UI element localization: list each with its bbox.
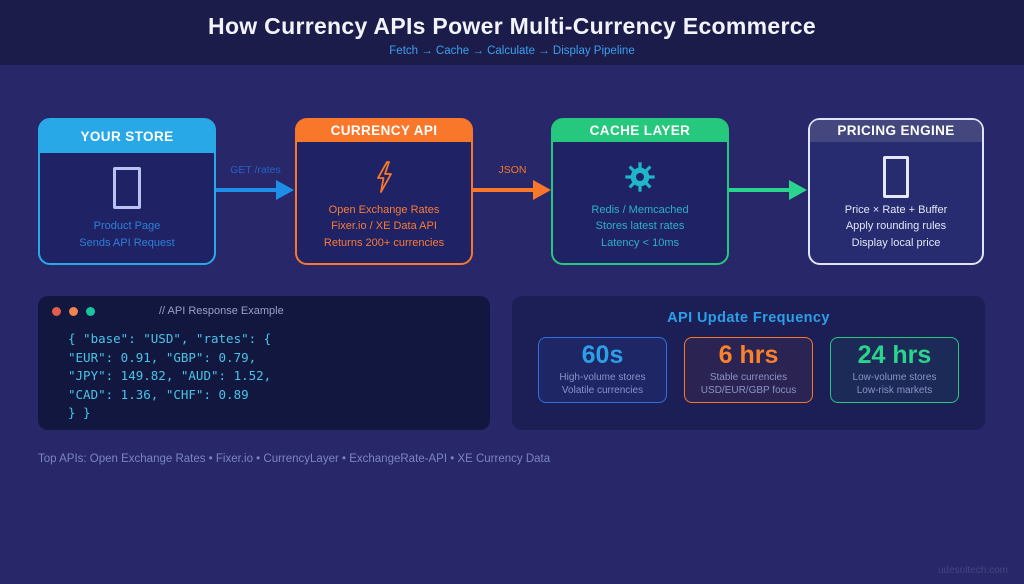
box-title: YOUR STORE	[40, 120, 214, 153]
box-line: Fixer.io / XE Data API	[331, 220, 437, 232]
box-line: Open Exchange Rates	[328, 203, 440, 216]
traffic-light-orange-icon	[69, 306, 78, 316]
frequency-panel-title: API Update Frequency	[667, 310, 830, 326]
box-line: Price × Rate + Buffer	[844, 203, 948, 216]
flow-box-currency-api: CURRENCY API Open Exchange Rates Fixer.i…	[295, 118, 473, 265]
header-band: How Currency APIs Power Multi-Currency E…	[0, 0, 1024, 65]
code-line: "EUR": 0.91, "GBP": 0.79,	[68, 349, 257, 365]
money-missing-glyph-icon	[883, 152, 909, 202]
arrow-head-icon	[276, 180, 294, 200]
frequency-desc: Volatile currencies	[561, 385, 644, 396]
flow-box-your-store: YOUR STORE Product Page Sends API Reques…	[38, 118, 216, 265]
gear-icon	[624, 152, 656, 202]
arrow-head-icon	[789, 180, 807, 200]
box-line: Returns 200+ currencies	[323, 236, 445, 249]
box-line: Redis / Memcached	[591, 203, 689, 216]
arrow-label: GET /rates	[230, 164, 281, 176]
arrow-label: JSON	[498, 164, 527, 176]
arrow-cache-to-pricing	[729, 164, 808, 200]
flow-box-pricing-engine: PRICING ENGINE Price × Rate + Buffer App…	[808, 118, 984, 265]
storefront-missing-glyph-icon	[113, 163, 141, 213]
frequency-value: 6 hrs	[718, 341, 779, 369]
frequency-card-6hrs: 6 hrs Stable currencies USD/EUR/GBP focu…	[684, 337, 813, 403]
code-line: "CAD": 1.36, "CHF": 0.89	[68, 386, 249, 402]
flow-box-cache-layer: CACHE LAYER	[551, 118, 729, 265]
box-line: Display local price	[851, 236, 941, 249]
arrow-head-icon	[533, 180, 551, 200]
code-block: { "base": "USD", "rates": { "EUR": 0.91,…	[38, 326, 490, 423]
code-line: "JPY": 149.82, "AUD": 1.52,	[68, 368, 272, 383]
traffic-light-green-icon	[86, 306, 95, 316]
page-title: How Currency APIs Power Multi-Currency E…	[208, 13, 816, 39]
api-update-frequency-panel: API Update Frequency 60s High-volume sto…	[512, 296, 985, 430]
code-line: { "base": "USD", "rates": {	[68, 331, 272, 346]
frequency-value: 24 hrs	[857, 341, 932, 369]
arrow-store-to-api: GET /rates	[216, 164, 295, 200]
frequency-desc: USD/EUR/GBP focus	[700, 385, 797, 396]
box-line: Sends API Request	[79, 236, 175, 249]
box-line: Latency < 10ms	[601, 236, 679, 249]
box-title: CURRENCY API	[297, 120, 471, 142]
box-title: PRICING ENGINE	[810, 120, 982, 142]
frequency-card-60s: 60s High-volume stores Volatile currenci…	[538, 337, 667, 403]
top-apis-footnote: Top APIs: Open Exchange Rates • Fixer.io…	[38, 453, 551, 465]
frequency-desc: Low-risk markets	[856, 385, 933, 396]
traffic-light-red-icon	[52, 306, 61, 316]
code-panel-title: // API Response Example	[159, 305, 284, 317]
arrow-api-to-cache: JSON	[473, 164, 552, 200]
frequency-desc: High-volume stores	[559, 372, 646, 383]
frequency-card-24hrs: 24 hrs Low-volume stores Low-risk market…	[830, 337, 959, 403]
box-line: Stores latest rates	[595, 220, 685, 232]
frequency-value: 60s	[581, 341, 624, 369]
frequency-desc: Low-volume stores	[852, 372, 937, 383]
code-line: } }	[68, 405, 91, 420]
box-title: CACHE LAYER	[553, 120, 727, 142]
watermark: udesoltech.com	[937, 565, 1008, 576]
box-line: Apply rounding rules	[845, 220, 947, 232]
frequency-desc: Stable currencies	[709, 372, 788, 383]
pipeline-subtitle: Fetch → Cache → Calculate → Display Pipe…	[389, 45, 635, 57]
lightning-icon	[372, 152, 396, 202]
box-line: Product Page	[93, 220, 161, 232]
api-response-code-panel: // API Response Example { "base": "USD",…	[38, 296, 490, 430]
